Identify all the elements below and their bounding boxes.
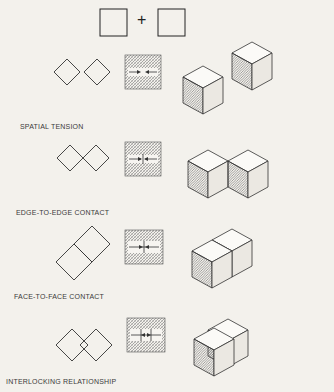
plus-sign: + — [137, 11, 147, 29]
relationship-caption: EDGE-TO-EDGE CONTACT — [16, 209, 109, 216]
relationship-caption: SPATIAL TENSION — [20, 123, 83, 130]
hatched-squares — [125, 55, 165, 352]
isometric-cubes — [183, 42, 272, 376]
relationship-caption: FACE-TO-FACE CONTACT — [14, 293, 104, 300]
top-squares — [100, 9, 185, 36]
relationship-caption: INTERLOCKING RELATIONSHIP — [6, 378, 116, 385]
